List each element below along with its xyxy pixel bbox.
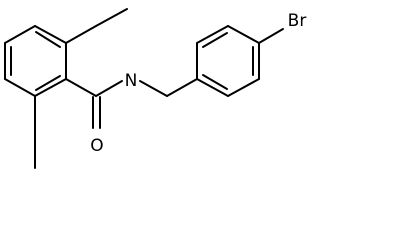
ring2-bond-6 xyxy=(196,78,229,97)
bromine-label: Br xyxy=(288,11,307,31)
oxygen-label: O xyxy=(90,136,103,156)
methyl-bond-top xyxy=(65,25,97,44)
ring2-inner-bond-c xyxy=(202,74,228,90)
nitrogen-to-ch2-bond xyxy=(139,80,168,97)
ring2-bond-5 xyxy=(227,78,260,97)
ring1-bond-6 xyxy=(4,25,36,44)
nitrogen-label: N xyxy=(125,71,138,91)
ring2-bond-3 xyxy=(227,25,260,44)
carbonyl-to-nitrogen-bond xyxy=(95,80,123,97)
ring1-inner-bond-b xyxy=(35,75,61,91)
bromophenyl-ring xyxy=(196,25,260,97)
ring2-inner-bond-a xyxy=(202,32,228,48)
methyl-line-top xyxy=(95,8,128,27)
molecule-diagram: N O Br xyxy=(4,8,307,169)
dimethylphenyl-ring xyxy=(4,25,67,97)
structure-canvas: N O Br xyxy=(4,8,307,169)
ring-to-bromine-bond xyxy=(258,28,284,44)
ring1-inner-bond-c xyxy=(35,31,61,48)
ring1-bond-5 xyxy=(34,25,67,44)
ring-to-carbonyl-bond xyxy=(65,78,97,97)
ch2-to-ring-bond xyxy=(166,78,198,97)
ring1-bond-2 xyxy=(4,78,36,97)
ring1-bond-3 xyxy=(34,78,67,97)
ring2-bond-2 xyxy=(196,25,229,44)
